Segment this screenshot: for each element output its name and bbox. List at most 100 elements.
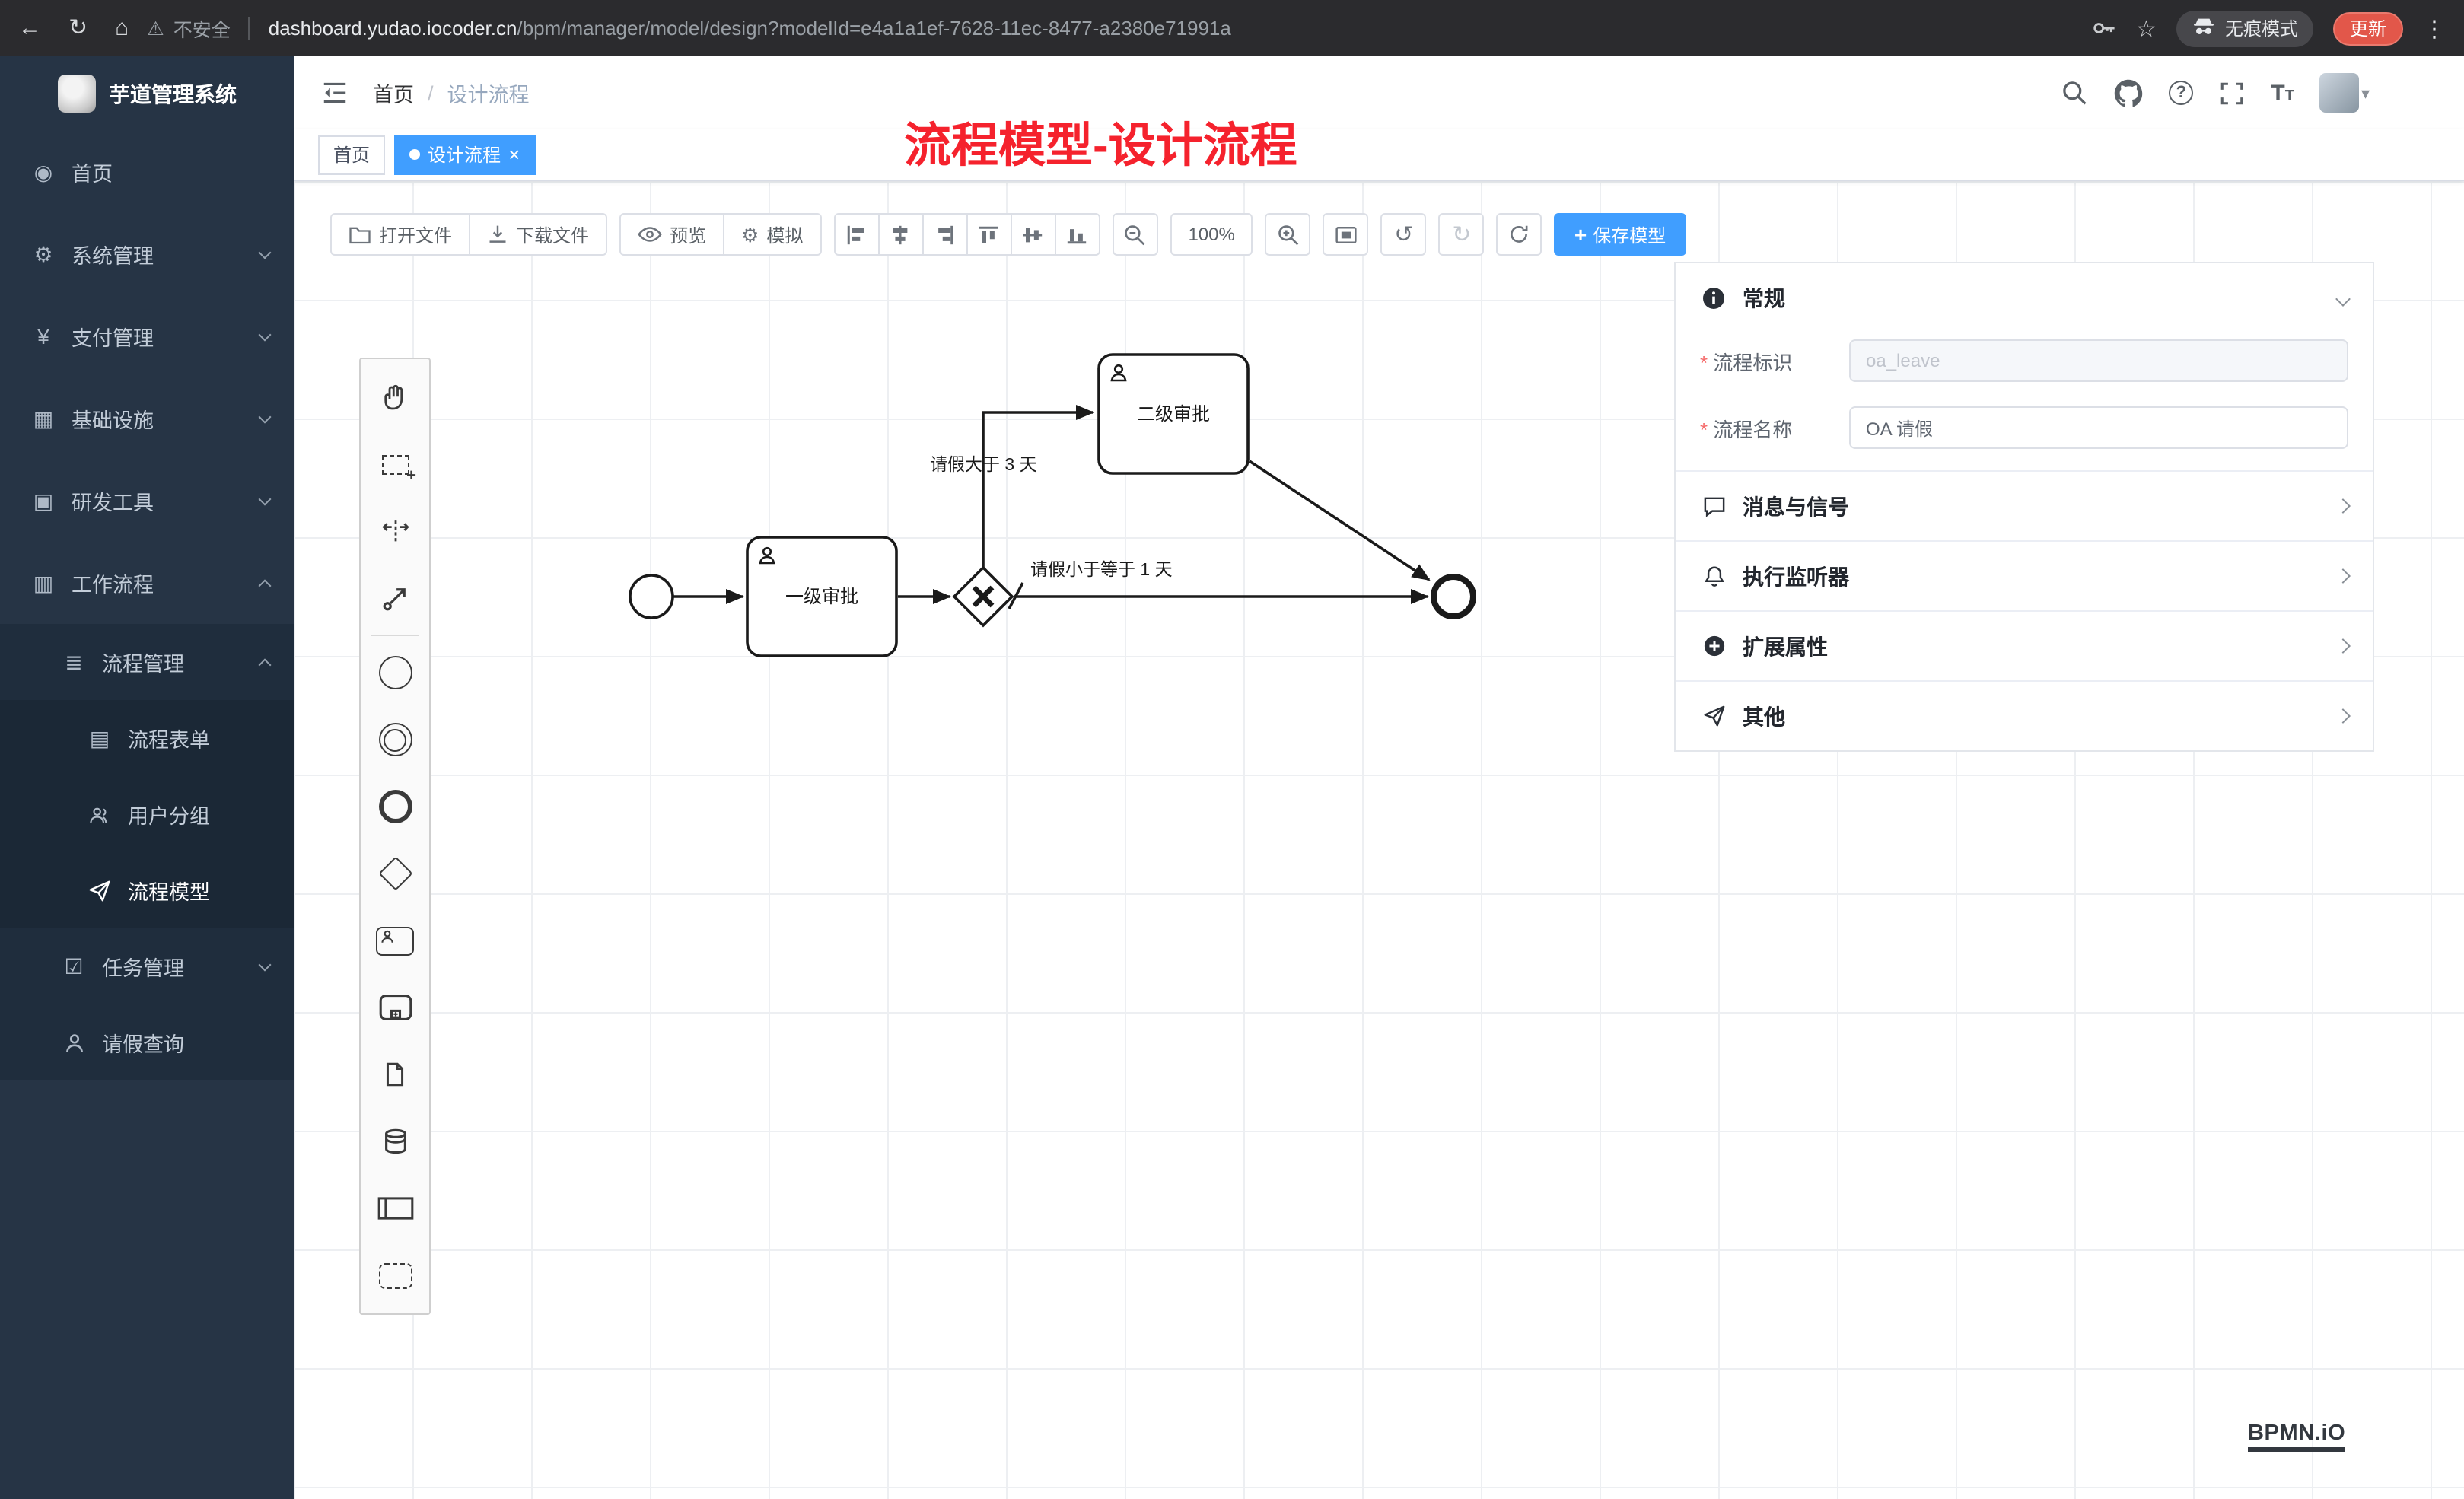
sidebar-item-process-management[interactable]: ≣ 流程管理	[0, 624, 294, 700]
create-end-event[interactable]	[361, 773, 429, 840]
bpmn-diagram[interactable]: 一级审批 二级审批	[294, 181, 2464, 1499]
section-extended-properties[interactable]: 扩展属性	[1676, 610, 2373, 680]
sidebar-item-task-management[interactable]: ☑ 任务管理	[0, 928, 294, 1004]
space-tool[interactable]	[361, 498, 429, 565]
reset-viewport-button[interactable]	[1323, 213, 1369, 256]
align-bottom-button[interactable]	[1054, 213, 1100, 256]
download-file-button[interactable]: 下载文件	[469, 213, 608, 256]
tab-design-process[interactable]: 设计流程 ×	[394, 135, 536, 174]
align-left-button[interactable]	[833, 213, 880, 256]
create-group[interactable]	[361, 1242, 429, 1309]
user-task-level2[interactable]: 二级审批	[1097, 353, 1250, 475]
simulate-button[interactable]: ⚙ 模拟	[723, 213, 822, 256]
preview-button[interactable]: 预览	[619, 213, 725, 256]
reload-icon[interactable]: ↻	[68, 15, 88, 41]
app-logo[interactable]: 芋道管理系统	[0, 56, 294, 131]
github-icon[interactable]	[2114, 78, 2143, 107]
flow-condition-lte-label[interactable]: 请假小于等于 1 天	[1030, 559, 1173, 579]
bpmn-designer-canvas[interactable]: 一级审批 二级审批	[294, 181, 2464, 1499]
gateway-x-icon	[972, 585, 995, 608]
tab-home[interactable]: 首页	[318, 135, 386, 174]
hand-tool[interactable]	[361, 364, 429, 431]
global-connect-tool[interactable]	[361, 565, 429, 632]
sidebar-item-leave-query[interactable]: 请假查询	[0, 1004, 294, 1080]
sidebar-item-process-form[interactable]: ▤ 流程表单	[0, 700, 294, 776]
zoom-level: 100%	[1170, 213, 1253, 256]
create-gateway[interactable]	[361, 840, 429, 907]
breadcrumb-home[interactable]: 首页	[373, 84, 414, 107]
help-icon[interactable]: ?	[2169, 81, 2194, 105]
flow-gateway-to-task2[interactable]	[982, 405, 1094, 568]
avatar[interactable]: ▾	[2319, 73, 2370, 113]
redo-button[interactable]: ↻	[1438, 213, 1485, 256]
checklist-icon: ☑	[64, 953, 84, 978]
browser-menu-icon[interactable]: ⋮	[2423, 16, 2446, 42]
create-subprocess[interactable]	[361, 974, 429, 1041]
site-security-chip[interactable]: ⚠ 不安全	[147, 14, 230, 43]
align-top-button[interactable]	[966, 213, 1012, 256]
start-event[interactable]	[629, 574, 674, 619]
align-center-icon	[889, 223, 912, 246]
bpmn-io-watermark[interactable]: BPMN.iO	[2248, 1420, 2346, 1453]
open-file-button[interactable]: 打开文件	[330, 213, 471, 256]
undo-button[interactable]: ↺	[1380, 213, 1427, 256]
logo-image	[57, 75, 95, 113]
align-right-button[interactable]	[922, 213, 968, 256]
section-messages-signals[interactable]: 消息与信号	[1676, 470, 2373, 540]
section-other[interactable]: 其他	[1676, 680, 2373, 750]
sidebar-item-devtools[interactable]: ▣ 研发工具	[0, 460, 294, 542]
sidebar: 芋道管理系统 ◉ 首页 ⚙ 系统管理 ¥ 支付管理 ▦ 基础设施	[0, 56, 294, 1499]
create-user-task[interactable]	[361, 907, 429, 974]
sequence-flows[interactable]	[673, 405, 1431, 609]
folder-icon	[349, 224, 371, 244]
key-icon[interactable]	[2090, 15, 2116, 41]
sidebar-item-user-group[interactable]: 用户分组	[0, 776, 294, 852]
sidebar-collapse-icon[interactable]	[321, 81, 349, 105]
warning-icon: ⚠	[147, 18, 164, 40]
sidebar-item-payment[interactable]: ¥ 支付管理	[0, 295, 294, 377]
zoom-in-button[interactable]	[1265, 213, 1311, 256]
zoom-out-button[interactable]	[1112, 213, 1158, 256]
fullscreen-icon[interactable]	[2219, 80, 2245, 106]
create-start-event[interactable]	[361, 639, 429, 706]
sidebar-item-home[interactable]: ◉ 首页	[0, 131, 294, 213]
bookmark-star-icon[interactable]: ☆	[2136, 16, 2157, 42]
save-model-button[interactable]: + 保存模型	[1554, 213, 1686, 256]
tabs-bar: 首页 设计流程 ×	[294, 129, 2464, 181]
home-icon[interactable]: ⌂	[115, 15, 129, 41]
process-key-input[interactable]	[1849, 339, 2348, 382]
create-data-store[interactable]	[361, 1108, 429, 1175]
close-icon[interactable]: ×	[508, 143, 520, 166]
address-bar[interactable]: dashboard.yudao.iocoder.cn/bpm/manager/m…	[269, 17, 2072, 40]
section-execution-listeners[interactable]: 执行监听器	[1676, 540, 2373, 610]
sidebar-item-infrastructure[interactable]: ▦ 基础设施	[0, 377, 294, 460]
create-participant[interactable]	[361, 1175, 429, 1242]
flow-task2-to-end[interactable]	[1249, 460, 1431, 581]
lasso-tool[interactable]	[361, 431, 429, 498]
search-icon[interactable]	[2061, 79, 2088, 107]
flow-condition-gt-label[interactable]: 请假大于 3 天	[930, 454, 1037, 474]
sidebar-item-workflow[interactable]: ▥ 工作流程	[0, 542, 294, 624]
exclusive-gateway[interactable]	[952, 565, 1014, 628]
breadcrumb-current: 设计流程	[447, 84, 530, 107]
end-event[interactable]	[1431, 574, 1476, 619]
sidebar-item-system[interactable]: ⚙ 系统管理	[0, 213, 294, 295]
process-key-label: 流程标识	[1700, 346, 1849, 375]
undo-icon: ↺	[1394, 221, 1414, 247]
create-intermediate-event[interactable]	[361, 706, 429, 773]
sidebar-item-process-model[interactable]: 流程模型	[0, 852, 294, 928]
incognito-label: 无痕模式	[2224, 18, 2298, 40]
restart-button[interactable]	[1496, 213, 1542, 256]
update-button[interactable]: 更新	[2332, 11, 2403, 45]
align-middle-button[interactable]	[1010, 213, 1056, 256]
user-task-level1[interactable]: 一级审批	[746, 536, 898, 657]
section-general[interactable]: 常规	[1676, 263, 2373, 333]
gear-icon: ⚙	[33, 241, 53, 266]
back-icon[interactable]: ←	[18, 15, 41, 41]
create-task[interactable]	[361, 1041, 429, 1108]
align-center-button[interactable]	[877, 213, 924, 256]
process-name-input[interactable]	[1849, 406, 2348, 449]
